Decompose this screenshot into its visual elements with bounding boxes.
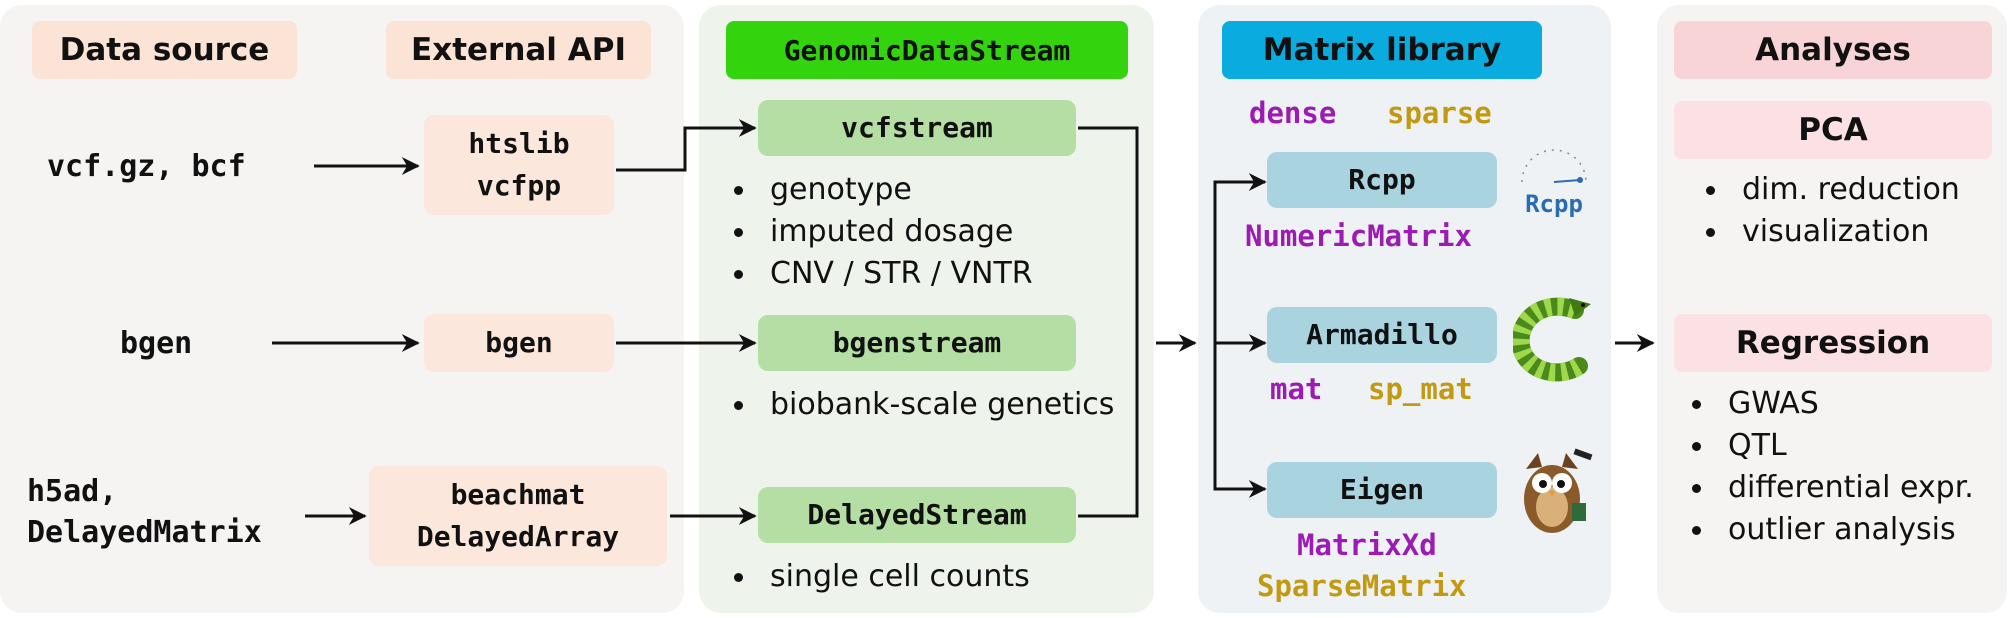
eigen-sparse-type: SparseMatrix <box>1257 569 1467 603</box>
rcpp-label: Rcpp <box>1348 163 1416 196</box>
matrix-sparse-label: sparse <box>1387 96 1492 130</box>
api-bgen-label: bgen <box>485 326 553 359</box>
stream-delayedstream: DelayedStream <box>758 487 1076 543</box>
list-item: GWAS <box>1686 383 1974 425</box>
list-item: single cell counts <box>728 556 1030 598</box>
matrix-rcpp: Rcpp <box>1267 152 1497 208</box>
api-beachmat-delayedarray: beachmat DelayedArray <box>369 466 667 566</box>
list-item: visualization <box>1700 211 1960 253</box>
rcpp-logo-icon: Rcpp <box>1512 142 1597 220</box>
header-genomic-data-stream: GenomicDataStream <box>726 21 1128 79</box>
stream-vcfstream: vcfstream <box>758 100 1076 156</box>
list-item: genotype <box>728 169 1033 211</box>
stream-bus-line <box>1078 126 1139 518</box>
armadillo-sparse-type: sp_mat <box>1368 372 1473 406</box>
source-h5ad: h5ad, <box>27 474 118 509</box>
source-bgen: bgen <box>120 326 193 361</box>
eigen-dense-type: MatrixXd <box>1297 528 1437 562</box>
arrow-htslib-to-vcfstream <box>616 119 757 172</box>
list-item: differential expr. <box>1686 467 1974 509</box>
header-analyses: Analyses <box>1674 21 1992 79</box>
bgenstream-bullets: biobank-scale genetics <box>728 384 1114 426</box>
api-delayedarray-label: DelayedArray <box>416 520 620 553</box>
source-vcf: vcf.gz, bcf <box>47 149 246 184</box>
rcpp-dense-type: NumericMatrix <box>1245 219 1472 253</box>
source-delayedmatrix: DelayedMatrix <box>27 515 262 550</box>
pca-bullets: dim. reduction visualization <box>1700 169 1960 253</box>
eigen-label: Eigen <box>1339 473 1425 506</box>
matrix-dense-label: dense <box>1249 96 1337 130</box>
list-item: CNV / STR / VNTR <box>728 253 1033 295</box>
api-vcfpp-label: vcfpp <box>476 169 562 202</box>
list-item: imputed dosage <box>728 211 1033 253</box>
list-item: outlier analysis <box>1686 509 1974 551</box>
bgenstream-label: bgenstream <box>832 326 1002 359</box>
header-matrix-library: Matrix library <box>1222 21 1542 79</box>
vcfstream-label: vcfstream <box>841 111 993 144</box>
stream-bgenstream: bgenstream <box>758 315 1076 371</box>
armadillo-dense-type: mat <box>1270 372 1323 406</box>
list-item: biobank-scale genetics <box>728 384 1114 426</box>
api-beachmat-label: beachmat <box>450 478 586 511</box>
regression-bullets: GWAS QTL differential expr. outlier anal… <box>1686 383 1974 551</box>
armadillo-icon <box>1511 290 1595 382</box>
analysis-regression-box: Regression <box>1674 314 1992 372</box>
vcfstream-bullets: genotype imputed dosage CNV / STR / VNTR <box>728 169 1033 295</box>
list-item: dim. reduction <box>1700 169 1960 211</box>
matrix-armadillo: Armadillo <box>1267 307 1497 363</box>
api-htslib-label: htslib <box>468 127 570 160</box>
analysis-pca-box: PCA <box>1674 101 1992 159</box>
api-bgen: bgen <box>424 314 614 372</box>
header-data-source: Data source <box>32 21 297 79</box>
delayedstream-label: DelayedStream <box>807 498 1027 531</box>
delayedstream-bullets: single cell counts <box>728 556 1030 598</box>
header-external-api: External API <box>386 21 651 79</box>
eigen-owl-icon <box>1512 445 1600 537</box>
api-htslib-vcfpp: htslib vcfpp <box>424 115 614 215</box>
rcpp-logo-text: Rcpp <box>1525 190 1583 218</box>
matrix-eigen: Eigen <box>1267 462 1497 518</box>
list-item: QTL <box>1686 425 1974 467</box>
armadillo-label: Armadillo <box>1306 318 1458 351</box>
